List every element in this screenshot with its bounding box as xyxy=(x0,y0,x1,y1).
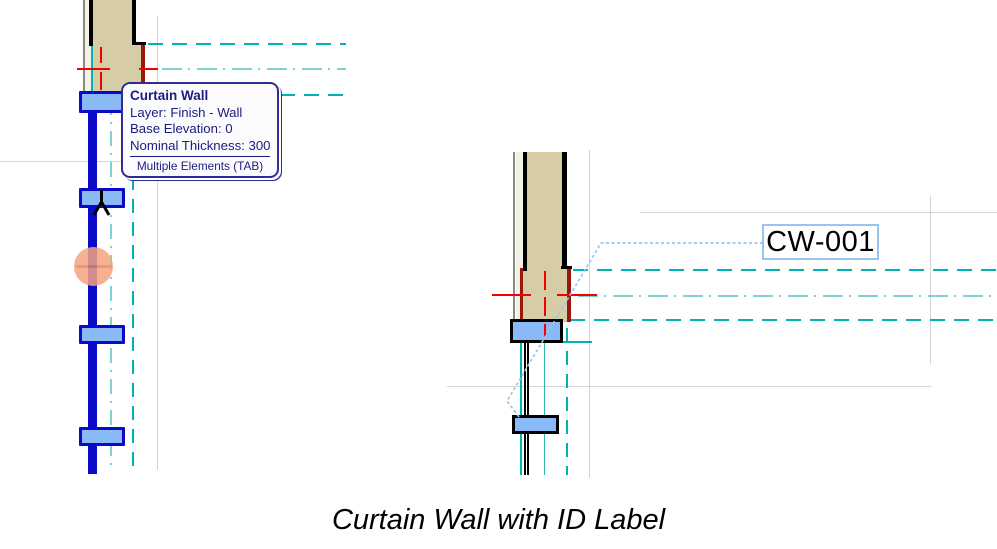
centerline-dashed-horizontal xyxy=(570,319,997,321)
id-label[interactable]: CW-001 xyxy=(762,224,879,260)
curtain-wall-panel-line[interactable] xyxy=(520,342,522,475)
curtain-wall-panel-line[interactable] xyxy=(527,342,529,475)
centerline-dashed-vertical xyxy=(110,38,112,470)
click-highlight-line xyxy=(76,265,111,268)
tooltip-line: Layer: Finish - Wall xyxy=(130,104,243,120)
centerline-dashed-horizontal xyxy=(148,43,346,45)
centerline-dashed-vertical xyxy=(565,328,568,475)
curtain-wall-panel-line[interactable] xyxy=(543,342,546,475)
tooltip-line: Base Elevation: 0 xyxy=(130,121,233,137)
hotspot-cross xyxy=(544,297,546,316)
grid-line-horizontal xyxy=(447,386,931,388)
hotspot-cross xyxy=(77,68,110,70)
wall-outline xyxy=(561,266,572,269)
hotspot-cross xyxy=(100,72,102,90)
tooltip-footer: Multiple Elements (TAB) xyxy=(130,156,270,173)
grid-line-vertical xyxy=(930,196,932,364)
grid-line-vertical xyxy=(513,152,515,322)
hotspot-cross xyxy=(544,324,546,337)
curtain-wall-panel-line[interactable] xyxy=(524,342,526,475)
mercedes-cursor-icon xyxy=(92,190,111,216)
wall-outline xyxy=(523,152,527,271)
tooltip-line: Nominal Thickness: 300 xyxy=(130,137,271,153)
wall-outline xyxy=(132,0,136,43)
curtain-wall-frame[interactable] xyxy=(79,91,124,113)
hotspot-cross xyxy=(544,271,546,290)
centerline-dashed-horizontal xyxy=(280,94,346,96)
centerline-dashed-horizontal xyxy=(549,269,997,271)
grid-line-horizontal xyxy=(640,212,997,214)
tooltip-title: Curtain Wall xyxy=(130,88,209,103)
grid-line-vertical xyxy=(83,0,85,93)
wall-core-fill[interactable] xyxy=(93,0,135,46)
centerline-dashed-horizontal xyxy=(578,295,997,297)
info-tooltip: Curtain Wall Layer: Finish - Wall Base E… xyxy=(121,82,279,178)
curtain-wall-frame[interactable] xyxy=(512,415,559,434)
hotspot-cross xyxy=(492,294,531,296)
curtain-wall-frame[interactable] xyxy=(79,427,125,446)
grid-line-vertical xyxy=(589,150,591,478)
id-label-text: CW-001 xyxy=(766,225,875,258)
wall-reference-line xyxy=(91,46,93,104)
hotspot-cross xyxy=(139,68,158,70)
wall-reference-line xyxy=(556,341,592,343)
wall-finish-layer[interactable] xyxy=(516,152,523,322)
grid-line-horizontal xyxy=(0,161,122,163)
curtain-wall-frame[interactable] xyxy=(79,325,125,344)
curtain-wall-reference-line[interactable] xyxy=(88,103,97,474)
wall-outline xyxy=(89,0,93,46)
wall-outline xyxy=(132,42,146,45)
hotspot-cross xyxy=(100,47,102,63)
orange-click-highlight-icon xyxy=(74,247,113,286)
wall-core-fill[interactable] xyxy=(527,152,563,271)
wall-outline xyxy=(562,152,567,269)
hotspot-cross xyxy=(557,294,597,296)
figure-caption: Curtain Wall with ID Label xyxy=(331,504,666,536)
wall-finish-layer[interactable] xyxy=(85,0,93,94)
label-leader-line xyxy=(505,242,763,418)
grid-line-vertical xyxy=(156,16,158,470)
centerline-dashed-vertical xyxy=(131,38,134,470)
centerline-dashed-horizontal xyxy=(162,68,346,70)
